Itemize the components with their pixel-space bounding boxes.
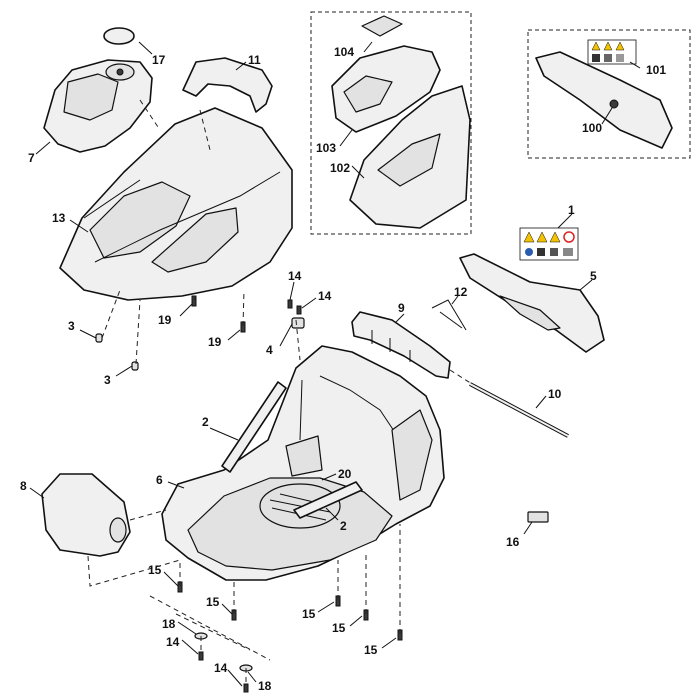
part-8-front-cover — [41, 473, 131, 557]
part-13-body-cover — [59, 107, 293, 301]
callout-1: 1 — [568, 203, 575, 217]
part-3-nut-b — [131, 361, 139, 371]
part-4-clip — [291, 317, 305, 329]
assembly-lines — [87, 99, 473, 684]
part-14-screw-a — [287, 299, 293, 309]
callout-4: 4 — [266, 343, 273, 357]
callout-6: 6 — [156, 473, 163, 487]
callout-2-right-rail: 2 — [340, 519, 347, 533]
part-9-hinge-bracket — [351, 311, 451, 379]
callout-10: 10 — [548, 387, 562, 401]
part-14-screw-b — [296, 305, 302, 315]
callout-104: 104 — [334, 45, 354, 59]
callout-15-b: 15 — [206, 595, 220, 609]
part-102-body-variant — [349, 85, 471, 229]
callout-102: 102 — [330, 161, 350, 175]
callout-8: 8 — [20, 479, 27, 493]
part-11-handle — [182, 57, 273, 113]
part-17-cap — [103, 27, 135, 45]
option-box-cover-variant — [310, 11, 472, 235]
part-6-deck — [161, 345, 445, 581]
part-2-rail-left — [221, 381, 287, 473]
callout-18-b: 18 — [258, 679, 272, 693]
part-14-screw-d — [243, 683, 249, 693]
callout-100: 100 — [582, 121, 602, 135]
part-104-decal — [361, 15, 403, 37]
callout-15-c: 15 — [302, 607, 316, 621]
part-10-rod — [469, 382, 569, 438]
part-103-cover-variant — [331, 45, 441, 133]
callout-19-b: 19 — [208, 335, 222, 349]
callout-19-a: 19 — [158, 313, 172, 327]
part-1-warning-label — [519, 227, 579, 261]
callout-101: 101 — [646, 63, 666, 77]
part-2-rail-right — [293, 481, 363, 519]
callout-16: 16 — [506, 535, 520, 549]
part-100-rear-flap — [535, 51, 673, 149]
callout-20: 20 — [338, 467, 352, 481]
callout-11: 11 — [248, 53, 261, 67]
callout-15-d: 15 — [332, 621, 346, 635]
callout-18-a: 18 — [162, 617, 176, 631]
callout-5: 5 — [590, 269, 597, 283]
callout-15-e: 15 — [364, 643, 378, 657]
callout-12: 12 — [454, 285, 468, 299]
callout-7: 7 — [28, 151, 35, 165]
callout-13: 13 — [52, 211, 66, 225]
callout-3-lower: 3 — [104, 373, 111, 387]
part-19-screw-a — [191, 295, 197, 307]
callout-14-top-a: 14 — [288, 269, 302, 283]
callout-14-bottom-b: 14 — [214, 661, 228, 675]
callout-2-left-rail: 2 — [202, 415, 209, 429]
callout-labels: 1 2 2 3 3 4 5 6 7 8 9 10 11 12 13 14 14 … — [20, 45, 666, 693]
part-12-spring — [431, 299, 467, 331]
option-box-flap-variant — [527, 29, 691, 159]
part-7-top-cap — [43, 59, 153, 153]
part-16-label — [527, 511, 549, 523]
callout-15-a: 15 — [148, 563, 162, 577]
part-14-screw-c — [198, 651, 204, 661]
part-3-nut-a — [95, 333, 103, 343]
callout-9: 9 — [398, 301, 405, 315]
callout-103: 103 — [316, 141, 336, 155]
part-5-rear-flap — [459, 253, 605, 353]
part-101-warning-label — [587, 39, 637, 65]
leader-lines — [29, 41, 641, 687]
callout-14-top-b: 14 — [318, 289, 332, 303]
callout-14-bottom-a: 14 — [166, 635, 180, 649]
callout-3-upper: 3 — [68, 319, 75, 333]
callout-17: 17 — [152, 53, 166, 67]
